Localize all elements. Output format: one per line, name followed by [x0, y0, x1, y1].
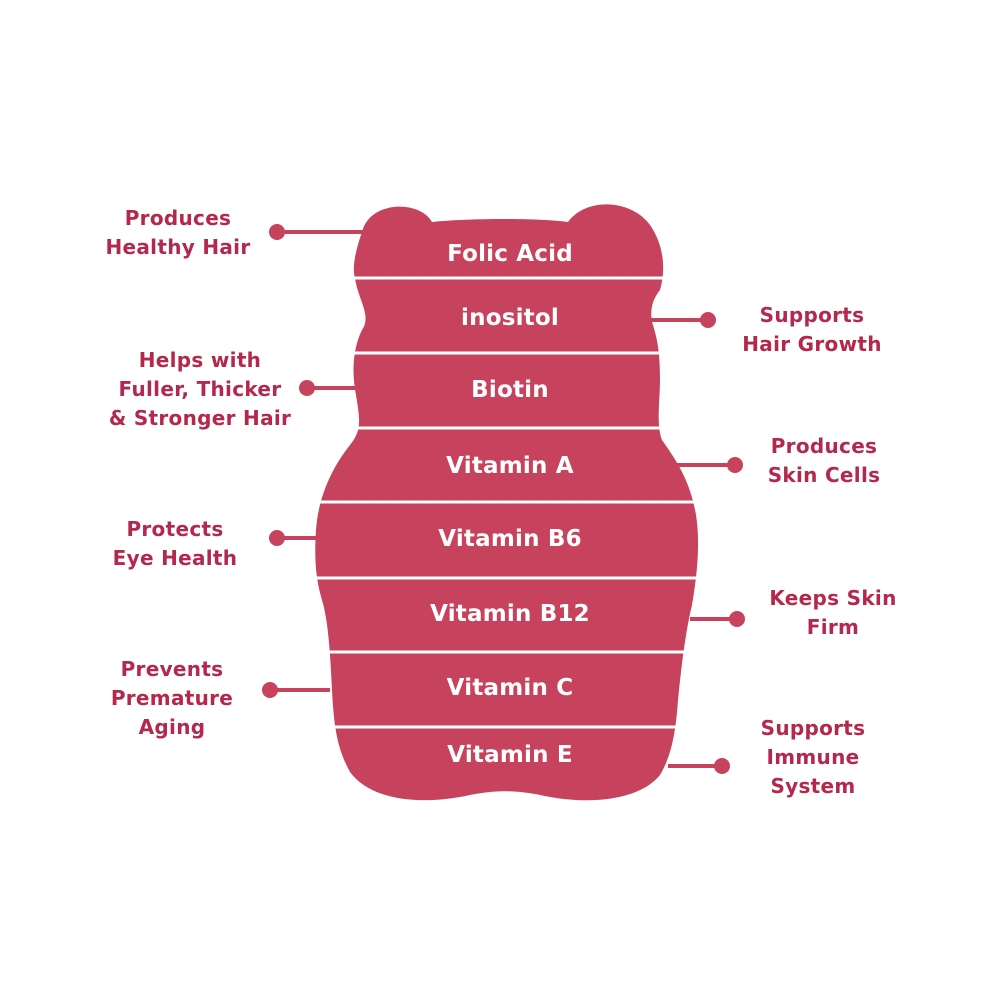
ingredient-inositol: inositol: [461, 305, 559, 331]
ingredient-vitamin-c: Vitamin C: [446, 675, 574, 701]
benefit-produces-skin-cells: Produces Skin Cells: [767, 434, 881, 487]
ingredient-vitamin-b6: Vitamin B6: [438, 526, 582, 552]
benefit-keeps-skin-firm: Keeps Skin Firm: [769, 586, 897, 639]
benefit-produces-healthy-hair: Produces Healthy Hair: [105, 206, 251, 259]
ingredient-folic-acid: Folic Acid: [447, 241, 573, 267]
connector-inositol: [650, 312, 716, 328]
ingredient-vitamin-b12: Vitamin B12: [430, 601, 590, 627]
connector-vitamin-c: [262, 682, 330, 698]
ingredient-biotin: Biotin: [471, 377, 549, 403]
benefit-fuller-thicker-hair: Helps with Fuller, Thicker & Stronger Ha…: [108, 348, 292, 430]
connector-biotin: [299, 380, 362, 396]
benefit-supports-hair-growth: Supports Hair Growth: [742, 303, 882, 356]
benefit-supports-immune-system: Supports Immune System: [760, 716, 866, 798]
benefit-protects-eye-health: Protects Eye Health: [112, 517, 238, 570]
connector-vitamin-a: [670, 457, 743, 473]
ingredient-vitamin-a: Vitamin A: [446, 453, 574, 479]
connector-vitamin-b6: [269, 530, 320, 546]
connector-vitamin-b12: [690, 611, 745, 627]
benefit-prevents-premature-aging: Prevents Premature Aging: [110, 657, 234, 739]
ingredient-vitamin-e: Vitamin E: [447, 742, 573, 768]
connector-folic-acid: [269, 224, 372, 240]
connector-vitamin-e: [668, 758, 730, 774]
connectors: [262, 224, 745, 774]
dividers: [300, 276, 710, 729]
